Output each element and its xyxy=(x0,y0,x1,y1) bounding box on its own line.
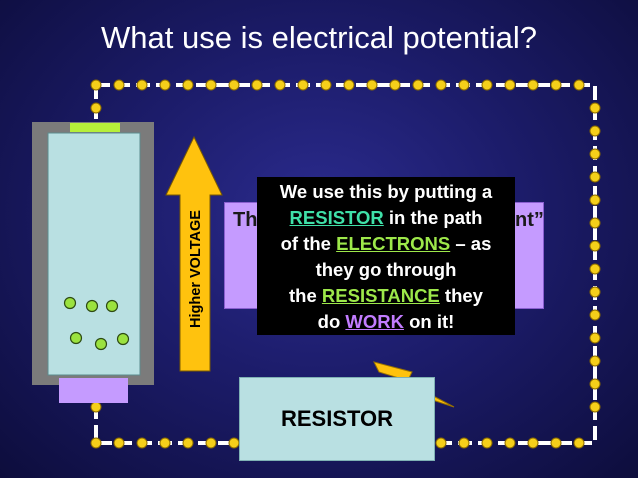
battery-cap-top xyxy=(70,123,120,132)
wire-dot xyxy=(113,437,125,449)
wire-dot xyxy=(589,309,601,321)
wire-dot xyxy=(228,79,240,91)
callout-line: We use this by putting a xyxy=(279,181,493,202)
wire-dot xyxy=(90,79,102,91)
wire-dot xyxy=(589,102,601,114)
keyword-resistor: RESISTOR xyxy=(289,207,384,228)
wire-dot xyxy=(589,148,601,160)
electrons xyxy=(63,296,130,351)
slide-title: What use is electrical potential? xyxy=(101,20,537,55)
keyword-resistance: RESISTANCE xyxy=(321,285,440,306)
keyword-work: WORK xyxy=(345,311,404,332)
wire-dot xyxy=(589,194,601,206)
wire-dot xyxy=(589,401,601,413)
wire-dot xyxy=(113,79,125,91)
voltage-arrow-label: Higher VOLTAGE xyxy=(188,210,204,328)
wire-dot xyxy=(205,437,217,449)
wire-dot xyxy=(343,79,355,91)
wire-dot xyxy=(90,437,102,449)
electron xyxy=(69,331,83,345)
wire-dot xyxy=(251,79,263,91)
wire-dot xyxy=(589,217,601,229)
wire-dot xyxy=(550,79,562,91)
wire-dot xyxy=(90,401,102,413)
wire-dot xyxy=(504,79,516,91)
wire-dot xyxy=(182,79,194,91)
wire-dot xyxy=(435,437,447,449)
keyword-electrons: ELECTRONS xyxy=(336,233,451,254)
wire-dot xyxy=(589,355,601,367)
wire-dot xyxy=(504,437,516,449)
wire-dot xyxy=(136,437,148,449)
resistor: RESISTOR xyxy=(239,377,435,461)
wire-dot xyxy=(589,263,601,275)
wire-dot xyxy=(589,125,601,137)
electron xyxy=(85,299,99,313)
explanation-callout: We use this by putting a RESISTOR in the… xyxy=(257,177,515,335)
wire-dot xyxy=(527,437,539,449)
electron xyxy=(105,299,119,313)
wire-dot xyxy=(159,437,171,449)
wire-dot xyxy=(589,240,601,252)
wire-dot xyxy=(389,79,401,91)
wire-dot xyxy=(458,79,470,91)
wire-dot xyxy=(573,79,585,91)
electron xyxy=(94,337,108,351)
electron xyxy=(63,296,77,310)
wire-dot xyxy=(159,79,171,91)
callout-line: RESISTOR in the path xyxy=(289,207,483,228)
callout-line: they go through xyxy=(315,259,457,280)
wire-dot xyxy=(458,437,470,449)
circuit-wire xyxy=(94,83,597,445)
wire-dot xyxy=(136,79,148,91)
wire-dot xyxy=(527,79,539,91)
wire-dots xyxy=(90,79,601,449)
hidden-text-fragment-right: nt” xyxy=(515,209,544,231)
wire-dot xyxy=(320,79,332,91)
wire-dot xyxy=(589,171,601,183)
battery-cap-bottom xyxy=(59,378,128,403)
wire-dot xyxy=(589,332,601,344)
wire-dot xyxy=(589,286,601,298)
wire-dot xyxy=(589,378,601,390)
wire-dot xyxy=(274,79,286,91)
wire-dot xyxy=(481,437,493,449)
voltage-arrow xyxy=(165,135,223,372)
callout-line: of the ELECTRONS – as xyxy=(280,233,492,254)
wire-dot xyxy=(90,102,102,114)
resistor-label: RESISTOR xyxy=(280,406,394,431)
wire-dot xyxy=(412,79,424,91)
wire-dot xyxy=(297,79,309,91)
callout-line: the RESISTANCE they xyxy=(289,285,483,306)
wire-dot xyxy=(228,437,240,449)
electron xyxy=(116,332,130,346)
hidden-text-fragment-left: Th xyxy=(233,209,258,231)
callout-line: do WORK on it! xyxy=(317,311,455,332)
wire-dot xyxy=(481,79,493,91)
wire-dot xyxy=(182,437,194,449)
wire-dot xyxy=(550,437,562,449)
wire-dot xyxy=(205,79,217,91)
wire-dot xyxy=(435,79,447,91)
wire-dot xyxy=(366,79,378,91)
wire-dot xyxy=(573,437,585,449)
